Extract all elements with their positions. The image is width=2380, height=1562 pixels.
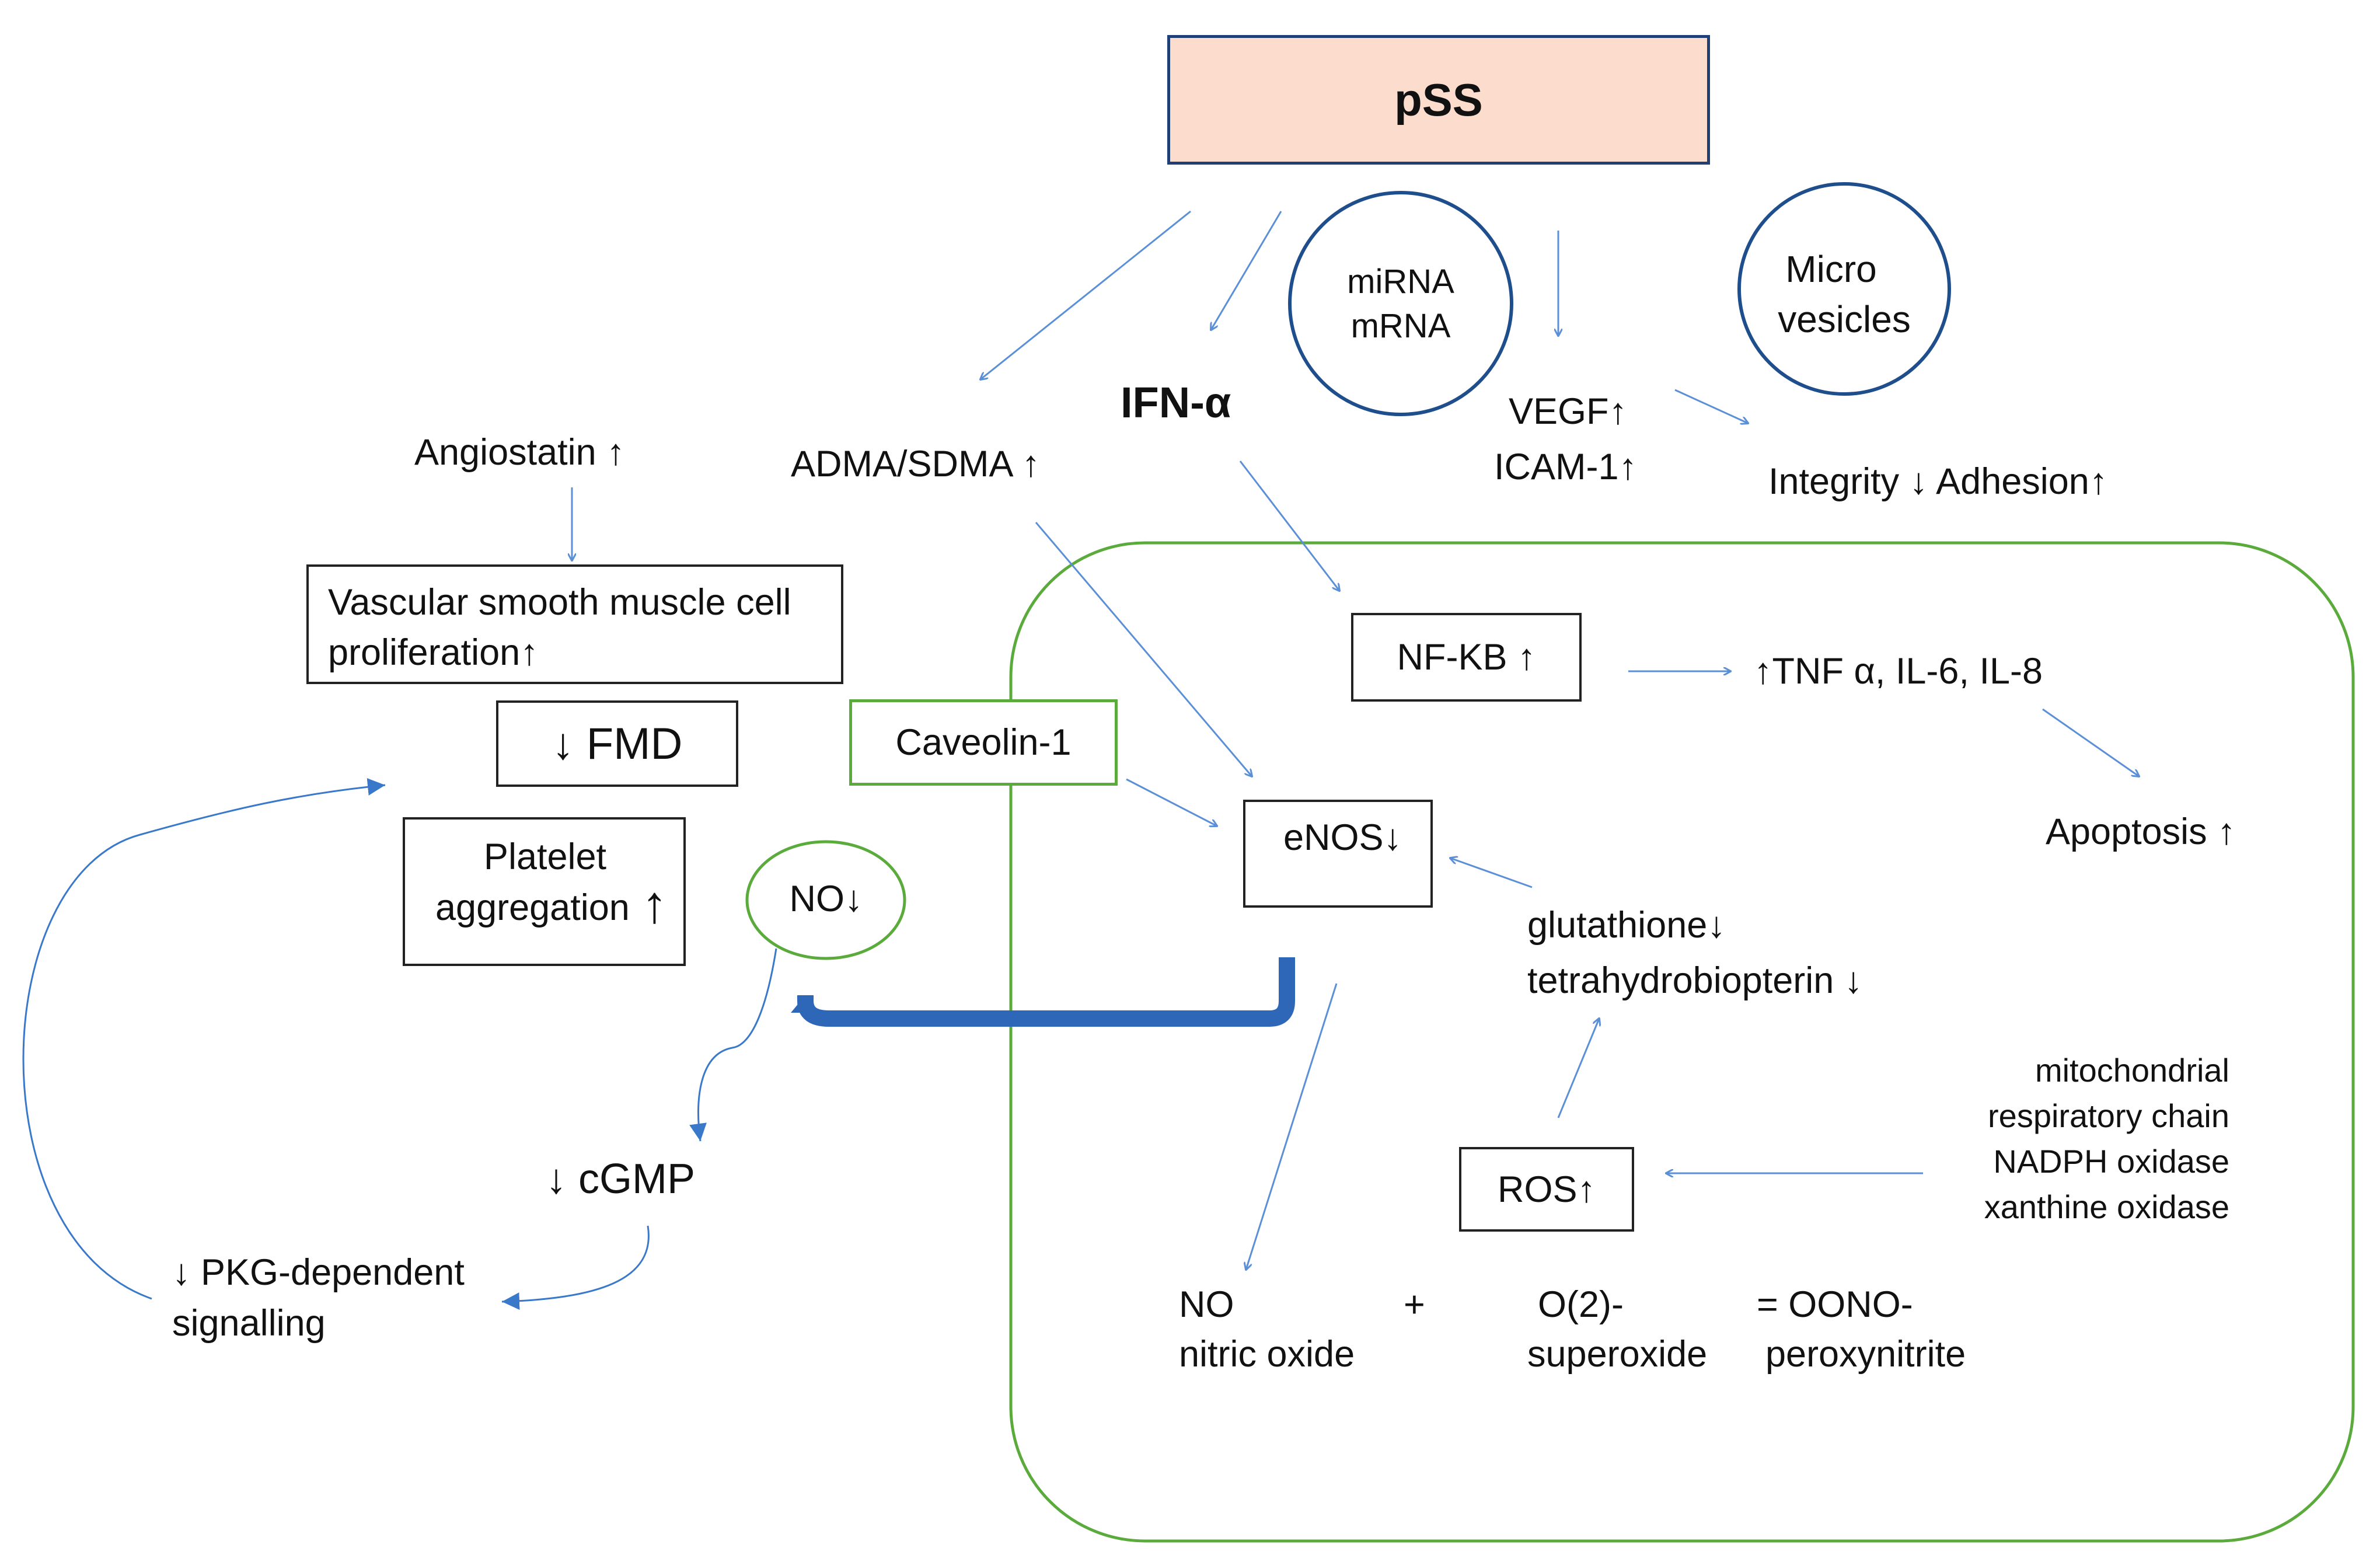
o2-formula-label: O(2)- xyxy=(1538,1284,1624,1325)
arrow-pss-to-adma xyxy=(980,210,1191,379)
mirna-circle xyxy=(1288,191,1513,416)
tetrahydrobiopterin-label: tetrahydrobiopterin ↓ xyxy=(1527,960,1863,1001)
arrow-ros-to-glutathione xyxy=(1557,1019,1599,1118)
microvesicles-circle xyxy=(1737,182,1951,396)
vsmc-line2: proliferation↑ xyxy=(328,632,539,673)
nfkb-box: NF-KB ↑ xyxy=(1351,613,1582,702)
vegf-label: VEGF↑ xyxy=(1509,391,1628,432)
arrow-glutathione-to-enos xyxy=(1450,858,1533,888)
integrity-label: Integrity ↓ Adhesion↑ xyxy=(1768,461,2108,502)
caveolin-box: Caveolin-1 xyxy=(849,699,1118,786)
ifn-label: IFN-α xyxy=(1121,378,1231,427)
enos-box: eNOS↓ xyxy=(1243,800,1433,908)
mito-line1: mitochondrial xyxy=(2034,1052,2229,1089)
plus-sign: + xyxy=(1404,1284,1425,1325)
arrow-ifn-to-nfkb xyxy=(1239,461,1339,591)
oono-formula-desc: peroxynitrite xyxy=(1765,1334,1966,1375)
tnf-label: ↑TNF α, IL-6, IL-8 xyxy=(1754,651,2043,692)
pss-label: pSS xyxy=(1394,74,1483,125)
vsmc-line1: Vascular smooth muscle cell xyxy=(328,582,791,623)
no-formula-label: NO xyxy=(1179,1284,1234,1325)
mito-line2: respiratory chain xyxy=(1988,1097,2229,1134)
o2-formula-desc: superoxide xyxy=(1527,1334,1708,1375)
platelet-line1: Platelet xyxy=(483,836,607,877)
pkg-label-line2: signalling xyxy=(172,1303,326,1344)
enos-label: eNOS↓ xyxy=(1283,817,1402,858)
angiostatin-label: Angiostatin ↑ xyxy=(414,432,625,473)
mirna-line1: miRNA xyxy=(1347,263,1454,301)
microvesicles-line2: vesicles xyxy=(1778,298,1911,340)
no-ellipse xyxy=(745,840,906,960)
mito-sources: mitochondrial respiratory chain NADPH ox… xyxy=(1926,1048,2229,1230)
fmd-label: ↓ FMD xyxy=(552,719,683,769)
platelet-up-arrow: ↑ xyxy=(641,876,668,934)
pss-box: pSS xyxy=(1167,35,1710,165)
oono-formula-label: = OONO- xyxy=(1757,1284,1913,1325)
mirna-line2: mRNA xyxy=(1350,307,1451,345)
arrow-pss-to-ifn xyxy=(1211,211,1282,330)
vsmc-box: Vascular smooth muscle cell proliferatio… xyxy=(306,564,843,684)
no-formula-desc: nitric oxide xyxy=(1179,1334,1355,1375)
arrow-caveolin-to-enos xyxy=(1126,778,1217,826)
adma-label: ADMA/SDMA ↑ xyxy=(791,444,1041,484)
arrow-pkg-to-fmd xyxy=(22,778,386,1300)
fmd-box: ↓ FMD xyxy=(496,700,738,787)
no-ellipse-label: NO↓ xyxy=(789,878,863,919)
platelet-line2: aggregation xyxy=(435,887,630,928)
pkg-label-line1: ↓ PKG-dependent xyxy=(172,1252,465,1293)
arrow-enos-to-no-thick xyxy=(791,957,1295,1027)
arrow-cgmp-to-pkg xyxy=(501,1225,650,1310)
ros-label: ROS↑ xyxy=(1497,1169,1596,1210)
cgmp-label: ↓ cGMP xyxy=(546,1156,696,1202)
arrow-vegf-to-integrity xyxy=(1674,389,1748,423)
mito-line4: xanthine oxidase xyxy=(1984,1188,2229,1225)
arrow-adma-to-enos xyxy=(1035,522,1252,776)
arrow-no-to-cgmp xyxy=(689,948,777,1142)
platelet-box: Platelet aggregation ↑ xyxy=(403,817,686,966)
apoptosis-label: Apoptosis ↑ xyxy=(2046,811,2236,852)
microvesicles-text: Micro vesicles xyxy=(1745,244,1943,344)
endothelial-cell-container xyxy=(1009,541,2355,1543)
ros-box: ROS↑ xyxy=(1459,1147,1634,1232)
icam-label: ICAM-1↑ xyxy=(1494,447,1638,487)
arrow-enos-to-no xyxy=(1246,983,1338,1270)
microvesicles-line1: Micro xyxy=(1785,248,1877,290)
nfkb-label: NF-KB ↑ xyxy=(1397,637,1536,678)
mirna-text: miRNA mRNA xyxy=(1301,260,1500,348)
mito-line3: NADPH oxidase xyxy=(1993,1143,2229,1180)
glutathione-label: glutathione↓ xyxy=(1527,905,1726,946)
caveolin-label: Caveolin-1 xyxy=(895,722,1072,763)
arrow-tnf-to-apoptosis xyxy=(2042,708,2139,776)
